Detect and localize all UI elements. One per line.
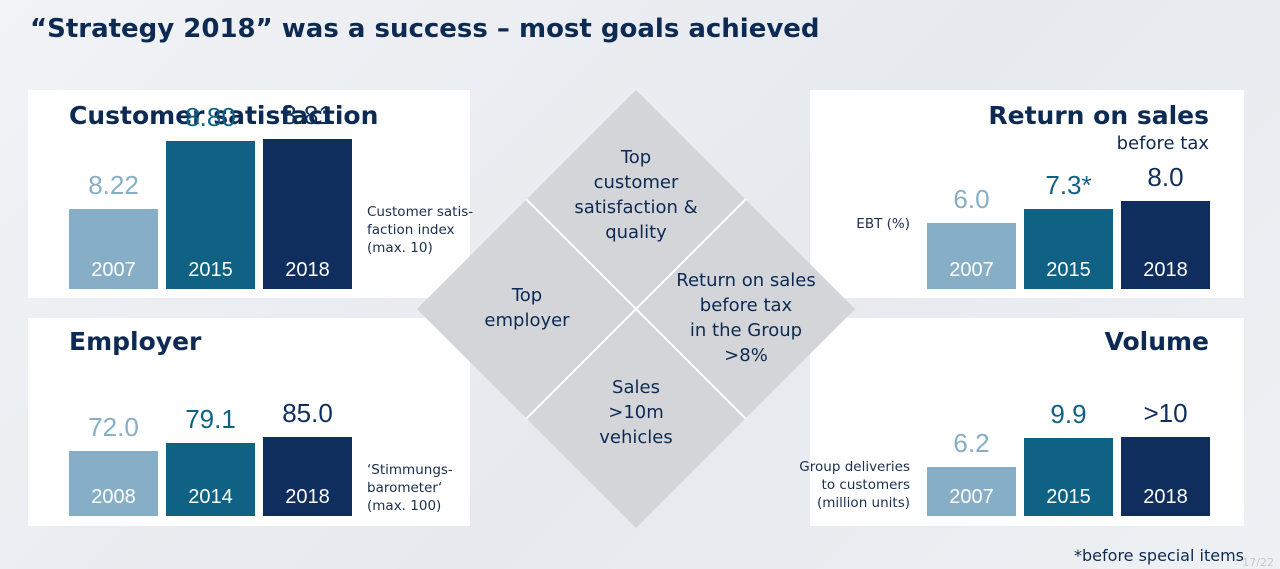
page-title: “Strategy 2018” was a success – most goa… <box>30 14 820 44</box>
employer-metric-label: ‘Stimmungs- barometer‘ (max. 100) <box>367 462 453 514</box>
bar-value-label: 79.1 <box>185 403 236 434</box>
bar-value-label: 6.0 <box>953 184 990 214</box>
bar-value-label: 8.22 <box>88 170 139 201</box>
bar-year-label: 2008 <box>91 485 136 508</box>
bar: 2007 <box>927 467 1016 516</box>
bar-value-label: 8.80 <box>185 101 236 132</box>
bar-value-label: 72.0 <box>88 411 139 442</box>
bar: 2007 <box>69 209 158 289</box>
bar-year-label: 2018 <box>285 258 330 281</box>
bar: 2008 <box>69 450 158 516</box>
bar: 2015 <box>1024 208 1113 289</box>
volume-metric-label: Group deliveries to customers (million u… <box>799 459 910 511</box>
footnote: *before special items <box>1074 546 1244 565</box>
bar-value-label: 8.81 <box>282 100 333 131</box>
diamond-top-text: Top customer satisfaction & quality <box>574 147 698 243</box>
bar: 2018 <box>263 139 352 289</box>
bar: 2007 <box>927 223 1016 289</box>
bar-year-label: 2007 <box>949 259 994 281</box>
bar-year-label: 2015 <box>1046 258 1091 281</box>
return-on-sales-subheading: before tax <box>1116 133 1209 154</box>
bar: 2018 <box>1121 437 1210 516</box>
diamond-divider-2 <box>525 198 747 420</box>
page-number: 17/22 <box>1242 556 1274 569</box>
bar-value-label: 85.0 <box>282 397 333 428</box>
customer-satisfaction-heading: Customer satisfaction <box>69 101 379 130</box>
bar-year-label: 2007 <box>91 258 136 281</box>
bar: 2018 <box>1121 201 1210 289</box>
bar: 2014 <box>166 442 255 516</box>
return-on-sales-metric-label: EBT (%) <box>856 216 910 232</box>
bar-value-label: 9.9 <box>1050 398 1087 429</box>
bar: 2015 <box>1024 437 1113 516</box>
bar-value-label: 8.0 <box>1147 162 1184 192</box>
diamond-right-text: Return on sales before tax in the Group … <box>676 270 816 366</box>
bar-year-label: 2007 <box>949 485 994 508</box>
diamond-bottom-text: Sales >10m vehicles <box>599 377 673 448</box>
bar-year-label: 2018 <box>285 486 330 508</box>
bar-year-label: 2018 <box>1143 486 1188 508</box>
bar: 2018 <box>263 436 352 516</box>
return-on-sales-heading: Return on sales <box>988 101 1209 130</box>
bar-value-label: 7.3* <box>1045 169 1092 200</box>
customer-satisfaction-metric-label: Customer satis- faction index (max. 10) <box>367 204 474 256</box>
employer-heading: Employer <box>69 327 202 356</box>
bar-year-label: 2014 <box>188 485 233 508</box>
bar-year-label: 2015 <box>188 258 233 281</box>
bar-year-label: 2018 <box>1143 259 1188 281</box>
bar-value-label: 6.2 <box>953 428 990 459</box>
bar-year-label: 2015 <box>1046 485 1091 508</box>
bar-value-label: >10 <box>1143 398 1188 428</box>
bar: 2015 <box>166 140 255 289</box>
diamond-left-text: Top employer <box>484 285 570 331</box>
volume-heading: Volume <box>1104 327 1209 356</box>
